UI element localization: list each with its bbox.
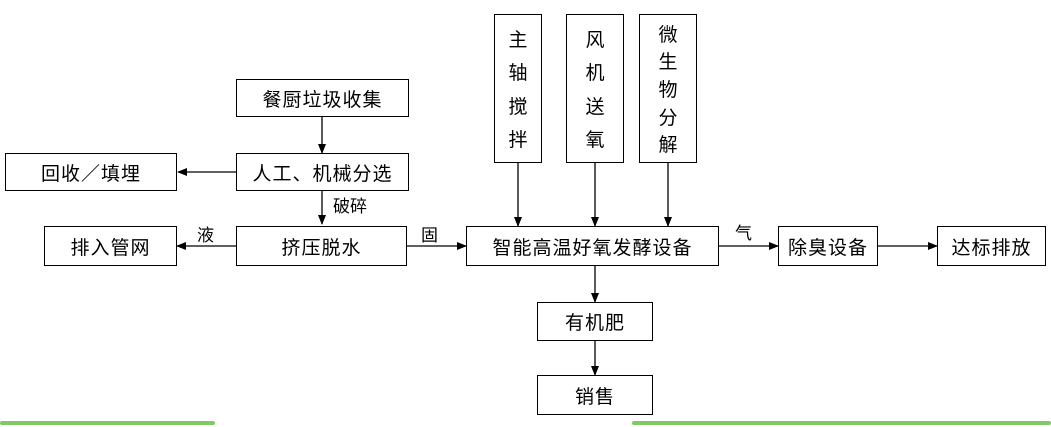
node-spindle: 主轴搅拌: [494, 14, 542, 163]
vertical-char: 拌: [508, 128, 528, 151]
vertical-char: 主: [508, 29, 528, 52]
vertical-char: 搅: [508, 95, 528, 118]
vertical-char: 微: [658, 23, 678, 46]
node-sewer-label: 排入管网: [70, 236, 151, 259]
vertical-char: 风: [585, 29, 605, 52]
node-discharge-label: 达标排放: [951, 236, 1032, 259]
node-ferment-label: 智能高温好氧发酵设备: [492, 236, 693, 259]
vertical-char: 机: [585, 62, 605, 85]
vertical-char: 送: [585, 95, 605, 118]
node-fertilizer-label: 有机肥: [564, 312, 625, 334]
node-sale: 销售: [537, 375, 653, 415]
node-ferment: 智能高温好氧发酵设备: [466, 226, 719, 266]
node-sewer: 排入管网: [44, 226, 177, 266]
vertical-char: 生: [658, 51, 678, 74]
node-recycle-label: 回收／填埋: [40, 162, 141, 185]
node-deodor-label: 除臭设备: [787, 236, 868, 259]
decorative-green-stroke-right: [632, 421, 1051, 425]
node-sale-label: 销售: [574, 385, 615, 408]
label-gas: 气: [735, 224, 752, 244]
node-dewater-label: 挤压脱水: [281, 236, 362, 259]
decorative-green-stroke-left: [0, 421, 215, 425]
node-deodor: 除臭设备: [778, 226, 878, 266]
vertical-char: 分: [658, 106, 678, 129]
vertical-char: 氧: [585, 128, 605, 151]
node-collect-label: 餐厨垃圾收集: [262, 88, 383, 111]
node-fertilizer: 有机肥: [537, 302, 653, 341]
label-solid: 固: [421, 226, 438, 246]
vertical-char: 轴: [508, 62, 528, 85]
label-liquid: 液: [197, 226, 214, 246]
label-crush: 破碎: [333, 197, 367, 217]
node-fan: 风机送氧: [566, 14, 624, 163]
vertical-char: 解: [658, 134, 678, 157]
node-sort-label: 人工、机械分选: [252, 162, 393, 185]
node-dewater: 挤压脱水: [236, 226, 407, 266]
node-collect: 餐厨垃圾收集: [236, 79, 409, 117]
node-sort: 人工、机械分选: [236, 153, 409, 191]
node-discharge: 达标排放: [937, 226, 1046, 266]
node-microbe: 微生物分解: [639, 14, 697, 163]
node-recycle: 回收／填埋: [5, 153, 177, 191]
vertical-char: 物: [658, 78, 678, 101]
